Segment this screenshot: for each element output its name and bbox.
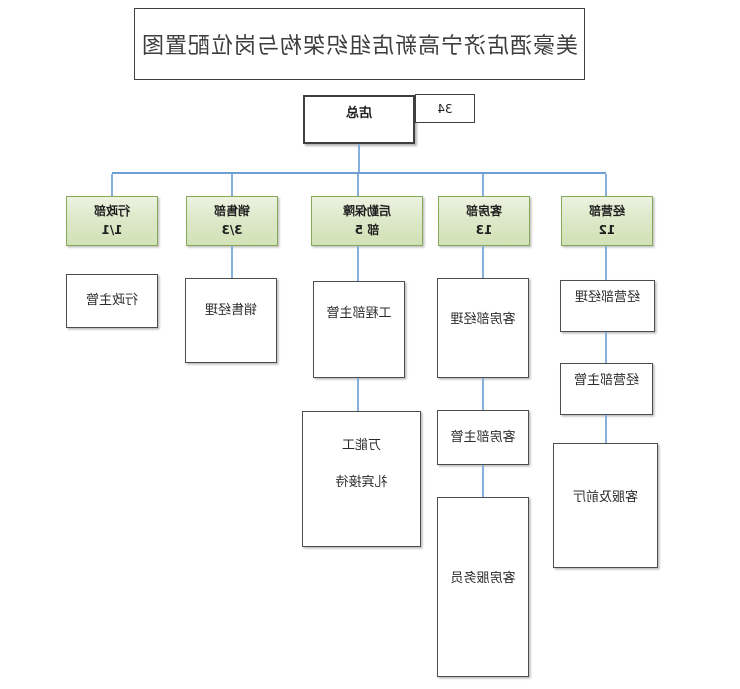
dept-count: 12 bbox=[598, 223, 616, 237]
dept-name: 经营部 bbox=[589, 204, 626, 218]
role-label: 礼宾接待 bbox=[335, 475, 388, 490]
connector-line bbox=[605, 332, 607, 363]
connector-line bbox=[482, 246, 484, 278]
role-label: 万能工 bbox=[342, 438, 382, 453]
dept-name: 销售部 bbox=[214, 204, 251, 218]
dept-box-xiaoshoubu: 销售部 3/3 bbox=[186, 196, 278, 246]
connector-drop-jingyingbu bbox=[605, 174, 607, 196]
role-label: 经营部主管 bbox=[574, 373, 640, 388]
role-label: 客房部主管 bbox=[450, 429, 516, 445]
dept-box-kefangbu: 客房部 13 bbox=[438, 196, 530, 246]
headcount-badge: 34 bbox=[415, 94, 475, 123]
role-box-xiaoshou-jingli: 销售经理 bbox=[185, 278, 277, 363]
role-box-kefang-fuwuyuan: 客房服务员 bbox=[437, 497, 529, 677]
role-label: 销售经理 bbox=[205, 302, 258, 318]
role-box-gongchengbu-zhuguan: 工程部主管 bbox=[313, 281, 405, 378]
chart-title: 美豪酒店济宁高新店组织架构与岗位配置图 bbox=[134, 8, 585, 80]
dept-box-houqinbaozhangbu: 后勤保障 部 5 bbox=[311, 196, 423, 246]
connector-drop-xingzhengbu bbox=[111, 174, 113, 196]
role-box-kefangbu-zhuguan: 客房部主管 bbox=[437, 410, 529, 465]
role-label: 行政主管 bbox=[86, 293, 139, 308]
connector-drop-kefangbu bbox=[482, 174, 484, 196]
role-label: 客房服务员 bbox=[450, 571, 516, 586]
connector-line bbox=[357, 246, 359, 281]
role-label: 工程部主管 bbox=[326, 305, 392, 321]
connector-root-drop bbox=[358, 144, 360, 173]
connector-drop-xiaoshoubu bbox=[231, 174, 233, 196]
role-label: 客房部经理 bbox=[450, 312, 516, 327]
dept-count: 3/3 bbox=[221, 223, 243, 237]
role-box-kefu-qianting: 客服及前厅 bbox=[553, 443, 658, 568]
connector-main-horizontal bbox=[112, 172, 606, 174]
role-label: 客服及前厅 bbox=[573, 489, 639, 505]
role-box-wannenggong-libin: 万能工 礼宾接待 bbox=[302, 411, 421, 547]
dept-count: 13 bbox=[475, 223, 493, 237]
root-box-store-manager: 店总 bbox=[303, 95, 415, 144]
connector-line bbox=[482, 465, 484, 497]
connector-line bbox=[231, 246, 233, 278]
connector-line bbox=[357, 378, 359, 411]
root-label: 店总 bbox=[346, 106, 373, 121]
dept-name: 行政部 bbox=[94, 204, 131, 218]
connector-line bbox=[605, 415, 607, 443]
dept-box-xingzhengbu: 行政部 1/1 bbox=[66, 196, 158, 246]
dept-count: 部 5 bbox=[354, 223, 380, 237]
role-box-xingzheng-zhuguan: 行政主管 bbox=[66, 274, 158, 328]
dept-box-jingyingbu: 经营部 12 bbox=[561, 196, 653, 246]
role-box-kefangbu-jingli: 客房部经理 bbox=[437, 278, 529, 378]
connector-drop-houqinbu bbox=[357, 174, 359, 196]
connector-line bbox=[482, 378, 484, 410]
role-box-jingyingbu-jingli: 经营部经理 bbox=[560, 280, 655, 332]
dept-count: 1/1 bbox=[101, 223, 123, 237]
connector-line bbox=[605, 246, 607, 280]
role-box-jingyingbu-zhuguan: 经营部主管 bbox=[560, 363, 653, 415]
dept-name: 后勤保障 bbox=[343, 204, 392, 218]
dept-name: 客房部 bbox=[466, 204, 503, 218]
role-label: 经营部经理 bbox=[575, 290, 641, 305]
